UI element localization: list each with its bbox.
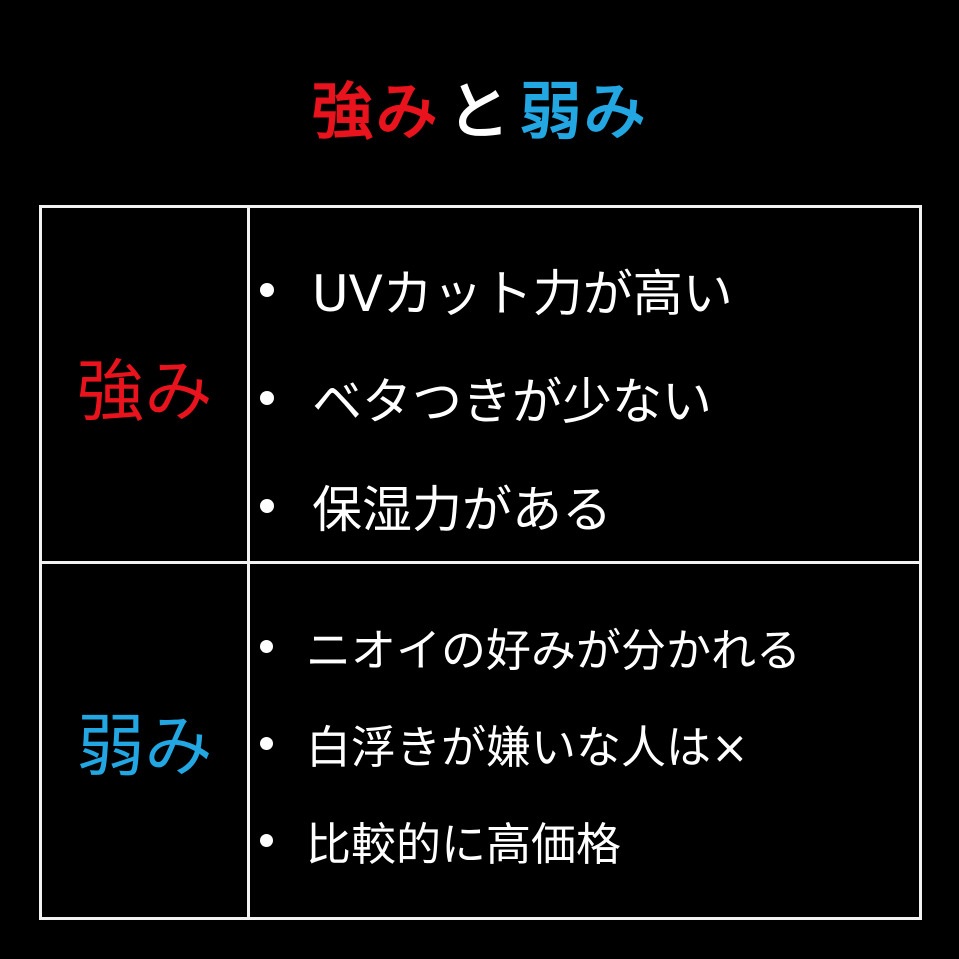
row-divider [42, 561, 919, 564]
list-item: 比較的に高価格 [250, 792, 919, 889]
title-and: と [447, 75, 512, 148]
weakness-item-text: 比較的に高価格 [306, 818, 622, 871]
strength-item-text: ベタつきが少ない [312, 373, 712, 431]
list-item: 白浮きが嫌いな人は× [250, 695, 919, 792]
title-strengths: 強み [311, 75, 440, 148]
list-item: ニオイの好みが分かれる [250, 598, 919, 695]
bullet-dot-icon [260, 737, 273, 750]
page-title: 強みと弱み [0, 70, 959, 154]
list-item: ベタつきが少ない [250, 344, 919, 452]
strengths-list: UVカット力が高い ベタつきが少ない 保湿力がある [250, 236, 919, 560]
bullet-dot-icon [260, 283, 274, 297]
list-item: 保湿力がある [250, 452, 919, 560]
title-weaknesses: 弱み [519, 75, 648, 148]
list-item: UVカット力が高い [250, 236, 919, 344]
weaknesses-label: 弱み [76, 708, 213, 787]
weakness-item-text: ニオイの好みが分かれる [306, 624, 802, 677]
strength-item-text: 保湿力がある [312, 481, 612, 539]
weaknesses-list: ニオイの好みが分かれる 白浮きが嫌いな人は× 比較的に高価格 [250, 598, 919, 889]
strengths-weaknesses-table: 強み UVカット力が高い ベタつきが少ない 保湿力がある 弱み ニオイの好みが分… [39, 205, 922, 920]
bullet-dot-icon [260, 640, 273, 653]
weakness-item-text: 白浮きが嫌いな人は× [306, 721, 749, 774]
strengths-label: 強み [76, 353, 213, 432]
strength-item-text: UVカット力が高い [312, 265, 733, 323]
bullet-dot-icon [260, 499, 274, 513]
bullet-dot-icon [260, 391, 274, 405]
bullet-dot-icon [260, 834, 273, 847]
